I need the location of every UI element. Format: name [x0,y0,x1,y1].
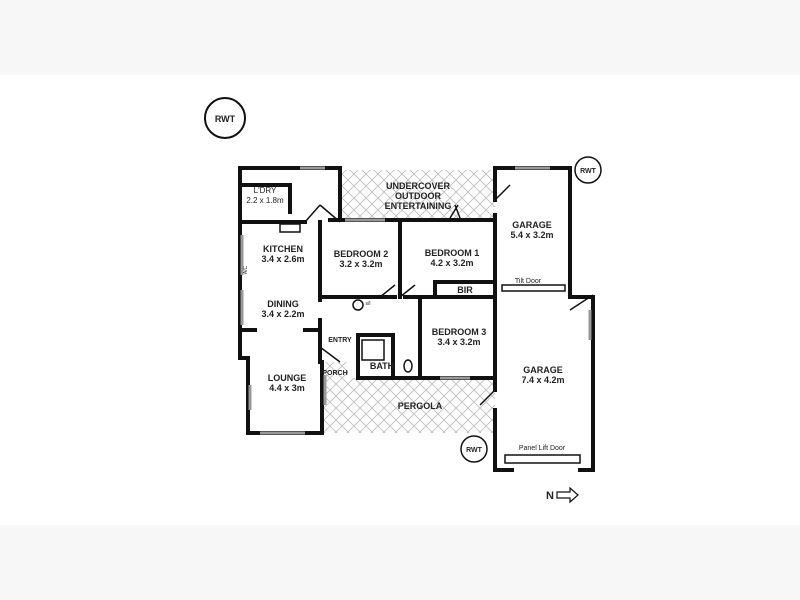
outdoor-entertaining-area [340,170,495,220]
rwt-tank-ne [574,156,602,184]
shower-icon [361,339,385,361]
bedroom3-label: BEDROOM 3 [432,327,487,337]
windows [240,166,592,435]
stove-icon [279,223,301,233]
bottom-band [0,525,800,600]
bedroom2-size: 3.2 x 3.2m [339,259,382,269]
outdoor-label-1: UNDERCOVER [386,181,451,191]
laundry-label: L'DRY [254,186,277,195]
lounge-size: 4.4 x 3m [269,383,305,393]
panel-lift-door [504,454,581,464]
rwt-label: RWT [466,447,483,454]
ac-label: A/C [243,265,249,274]
pergola-area [348,378,495,433]
rwt-label: RWT [215,114,236,124]
doors [304,184,594,464]
rwt-tank-large [204,97,246,139]
walls [238,166,595,472]
garage1-label: GARAGE [512,220,552,230]
panel-lift-door-label: Panel Lift Door [519,445,566,452]
entry-label: ENTRY [328,337,352,344]
bedroom3-size: 3.4 x 3.2m [437,337,480,347]
bath-label: BATH [370,361,394,371]
porch-label: PORCH [322,370,347,377]
dining-size: 3.4 x 2.2m [261,309,304,319]
rwt-label: RWT [580,168,597,175]
kitchen-size: 3.4 x 2.6m [261,254,304,264]
bedroom1-size: 4.2 x 3.2m [430,258,473,268]
toilet-icon [403,359,413,373]
laundry-size: 2.2 x 1.8m [246,196,284,205]
garage2-size: 7.4 x 4.2m [521,375,564,385]
top-band [0,0,800,75]
tilt-door [501,284,566,292]
pergola-label: PERGOLA [398,401,443,411]
tilt-door-label: Tilt Door [515,278,542,285]
bir-label: BIR [457,285,473,295]
kitchen-label: KITCHEN [263,244,303,254]
rwt-tank-se [460,435,488,463]
dining-label: DINING [267,299,299,309]
rwt-label: N [546,490,554,502]
garage1-size: 5.4 x 3.2m [510,230,553,240]
skylight-label: s/l [366,301,371,307]
skylight-icon [352,299,364,311]
lounge-label: LOUNGE [268,373,307,383]
bedroom1-label: BEDROOM 1 [425,248,480,258]
outdoor-label-2: OUTDOOR [395,191,441,201]
garage2-label: GARAGE [523,365,563,375]
bedroom2-label: BEDROOM 2 [334,249,389,259]
north-arrow-icon [556,486,579,504]
outdoor-label-3: ENTERTAINING [385,201,452,211]
north-arrow: N [546,486,579,504]
